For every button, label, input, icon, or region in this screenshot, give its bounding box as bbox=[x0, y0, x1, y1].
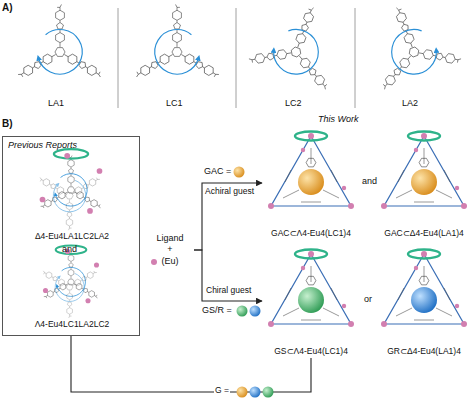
arrow-label: G = bbox=[214, 386, 230, 396]
assembly-label: Λ4-Eu4LC1LA2LC2 bbox=[5, 317, 139, 331]
node-text: Δ4-Eu4LA1LC2LA2 bbox=[35, 231, 109, 241]
cage-assembly: GR⊂Δ4-Eu4(LA1)4 bbox=[376, 246, 472, 358]
ligand-name: LA1 bbox=[48, 98, 64, 108]
node-text: Λ4-Eu4LC1LA2LC2 bbox=[35, 319, 110, 329]
node-text: GAC⊂Δ4-Eu4(LA1)4 bbox=[384, 228, 463, 238]
ligand-name: LC2 bbox=[285, 98, 302, 108]
node-text: + bbox=[167, 244, 172, 255]
conjunction: and bbox=[362, 176, 377, 186]
previous-reports-box: Previous ReportsΔ4-Eu4LA1LC2LA2Λ4-Eu4LC1… bbox=[2, 136, 140, 336]
node-text: GAC⊂Λ4-Eu4(LC1)4 bbox=[271, 228, 351, 238]
section-title: This Work bbox=[318, 114, 359, 124]
arrow-label: Chiral guest bbox=[205, 286, 252, 296]
reagent-group: Ligand+(Eu) bbox=[146, 228, 194, 272]
arrow-label: Achiral guest bbox=[204, 187, 255, 197]
assembly-label: Δ4-Eu4LA1LC2LA2 bbox=[5, 229, 139, 243]
box-heading: Previous Reports bbox=[8, 140, 77, 150]
reaction-arrow bbox=[194, 250, 262, 301]
ligand-name: LC1 bbox=[166, 98, 183, 108]
guest-key: GAC = bbox=[204, 166, 231, 176]
node-text: GS⊂Λ4-Eu4(LC1)4 bbox=[274, 346, 348, 356]
conjunction: and bbox=[62, 244, 77, 254]
node-text: GR⊂Δ4-Eu4(LA1)4 bbox=[387, 346, 461, 356]
reaction-arrow bbox=[71, 336, 311, 392]
ligand-name: LA2 bbox=[402, 98, 418, 108]
panel-letter: A) bbox=[2, 2, 13, 14]
guest-key: GS/R = bbox=[202, 305, 232, 315]
cage-assembly: GAC⊂Δ4-Eu4(LA1)4 bbox=[376, 128, 472, 240]
reaction-arrow bbox=[194, 183, 262, 250]
cage-assembly: GAC⊂Λ4-Eu4(LC1)4 bbox=[262, 128, 360, 240]
node-text: Ligand bbox=[156, 233, 183, 244]
node-text: (Eu) bbox=[161, 256, 178, 267]
panel-letter: B) bbox=[2, 118, 13, 130]
conjunction: or bbox=[364, 294, 372, 304]
cage-assembly: GS⊂Λ4-Eu4(LC1)4 bbox=[262, 246, 360, 358]
